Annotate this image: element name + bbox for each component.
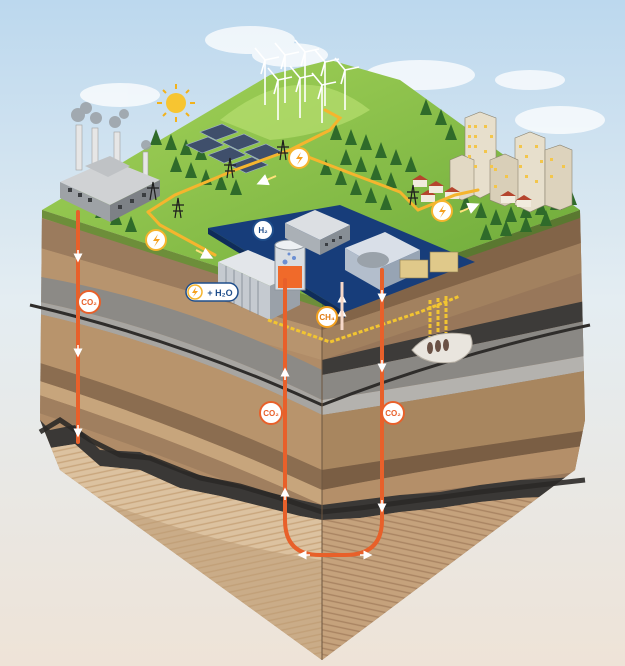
gas-wells — [427, 339, 449, 354]
grass-surface — [42, 60, 580, 300]
svg-text:+ H₂O: + H₂O — [207, 288, 232, 298]
power-plant-building — [345, 232, 459, 290]
svg-text:H₂: H₂ — [258, 226, 268, 235]
svg-text:CO₂: CO₂ — [81, 298, 97, 307]
co2-label-right: CO₂ — [381, 401, 405, 425]
water-basin — [208, 205, 475, 312]
co2-label-left: CO₂ — [77, 290, 101, 314]
lightning-bolt-icon — [145, 147, 453, 251]
power-pylon-icon — [147, 139, 419, 219]
wind-turbine-icon — [254, 39, 360, 123]
clouds — [80, 26, 605, 134]
methanation-reactor — [274, 239, 306, 291]
forest — [95, 99, 577, 240]
sun-icon — [157, 84, 195, 122]
svg-text:CO₂: CO₂ — [263, 409, 279, 418]
deep-rock-seam — [38, 417, 586, 515]
co2-label-middle: CO₂ — [259, 401, 283, 425]
gas-pipeline — [267, 294, 461, 344]
svg-text:CO₂: CO₂ — [385, 409, 401, 418]
svg-text:CH₄: CH₄ — [319, 313, 335, 322]
h2-label: H₂ — [252, 219, 274, 241]
ch4-label: CH₄ — [316, 306, 338, 328]
city-buildings-icon — [412, 111, 573, 213]
gas-cavern — [411, 332, 473, 364]
storage-building — [285, 210, 350, 255]
flow-arrows — [195, 174, 480, 259]
power-lines — [146, 108, 480, 257]
water-power-label: + H₂O — [185, 282, 239, 302]
factory-icon — [60, 102, 160, 222]
